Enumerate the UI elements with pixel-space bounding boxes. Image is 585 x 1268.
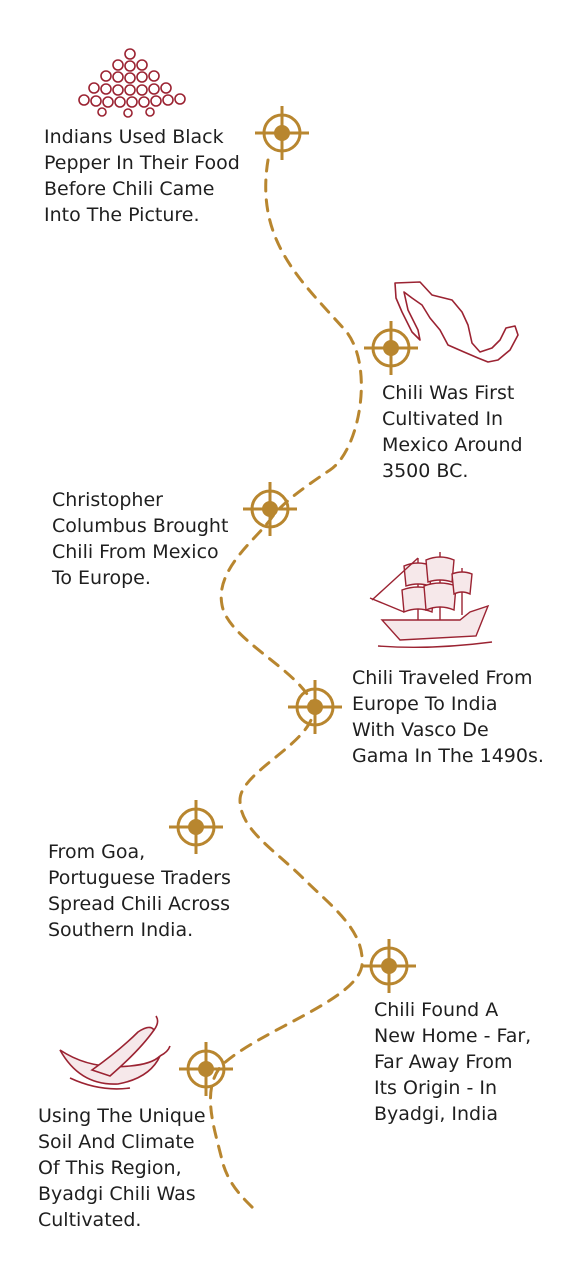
chili-peppers-icon xyxy=(59,1015,171,1090)
crosshair-icon xyxy=(364,321,418,375)
pepper-pile-icon xyxy=(78,48,186,118)
dashed-route xyxy=(209,158,364,1212)
mexico-map-icon xyxy=(394,281,519,363)
crosshair-icon xyxy=(169,800,223,854)
sailing-ship-icon xyxy=(369,552,493,649)
crosshair-icon xyxy=(255,106,309,160)
step-1-description: Indians Used Black Pepper In Their Food … xyxy=(44,126,240,226)
step-7-description: Using The Unique Soil And Climate Of Thi… xyxy=(38,1105,206,1231)
step-5-description: From Goa, Portuguese Traders Spread Chil… xyxy=(48,841,231,941)
step-6-description: Chili Found A New Home - Far, Far Away F… xyxy=(374,999,532,1125)
crosshair-icon xyxy=(362,939,416,993)
step-3-description: Christopher Columbus Brought Chili From … xyxy=(52,489,229,589)
crosshair-icon xyxy=(179,1042,233,1096)
crosshair-icon xyxy=(243,482,297,536)
crosshair-icon xyxy=(288,680,342,734)
step-2-description: Chili Was First Cultivated In Mexico Aro… xyxy=(382,382,523,482)
step-4-description: Chili Traveled From Europe To India With… xyxy=(352,667,544,767)
